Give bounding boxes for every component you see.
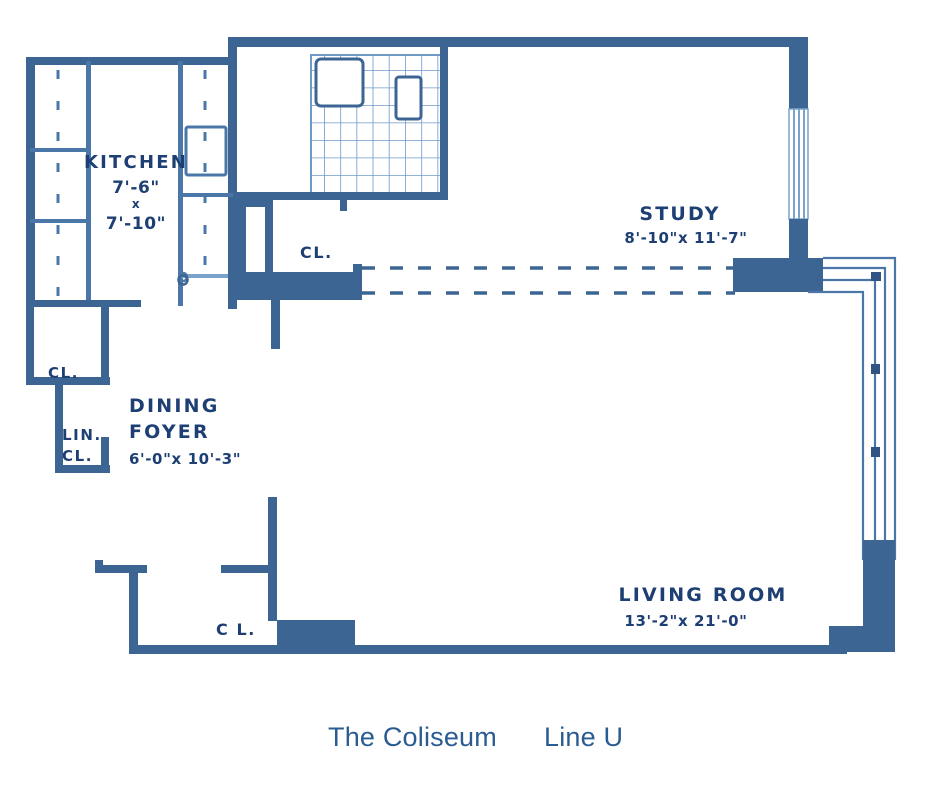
balcony-outer-line [823, 256, 897, 560]
wall-kitchen-right [228, 57, 237, 309]
study-dimensions: 8'-10"x 11'-7" [624, 229, 747, 247]
balcony-mid-line [823, 266, 887, 560]
wall-foyer-entry-stub [271, 297, 280, 349]
wall-kitchen-top [26, 57, 236, 65]
wall-group-living-bottom [95, 497, 847, 654]
window-mullion-tick-1 [871, 272, 881, 281]
kitchen-dimension-separator: x [132, 197, 140, 211]
wall-hallcl-top [237, 200, 273, 207]
wall-bath-right [440, 47, 448, 200]
label-group-living-room: LIVING ROOM 13'-2"x 21'-0" [618, 584, 787, 630]
wall-bath-bottom [237, 192, 447, 200]
kitchen-room-name: KITCHEN [84, 152, 188, 173]
wall-kitchen-counter-bottom [26, 300, 141, 307]
wall-livingcl-block [277, 620, 355, 646]
wall-kitchen-counter-div-1 [30, 148, 88, 152]
wall-linen-left [55, 377, 63, 473]
label-group-closets: CL. CL. LIN. CL. C L. [48, 243, 333, 639]
wall-building-top [228, 37, 808, 47]
plan-caption: The Coliseum Line U [328, 722, 623, 752]
wall-living-left-jamb [95, 560, 103, 573]
wall-hallcl-divider [265, 200, 273, 275]
wall-livingcl-right [268, 497, 277, 621]
wall-livingcl-top [221, 565, 276, 573]
wall-group-kitchen [26, 57, 237, 344]
wall-building-bottom [129, 645, 847, 654]
wall-kitchen-counter-left-edge [86, 61, 91, 306]
study-room-name: STUDY [639, 203, 720, 225]
closet-label-hall: CL. [300, 243, 333, 262]
wall-kitchen-partition-stub [101, 300, 109, 344]
closet-label-foyer-upper: CL. [48, 364, 79, 382]
bathroom-group [228, 37, 808, 211]
kitchen-dimension-depth: 7'-10" [106, 214, 166, 234]
wall-study-corner-pilaster [733, 258, 765, 292]
caption-line-label: Line U [544, 722, 623, 752]
wall-living-left-top-stub [95, 565, 147, 573]
wall-living-left [129, 568, 138, 652]
dining-foyer-name-line1: DINING [129, 395, 220, 417]
caption-building-name: The Coliseum [328, 722, 497, 752]
wall-foyer-entry-block [237, 272, 362, 300]
range-icon [184, 125, 228, 177]
closet-label-linen-line2: CL. [62, 447, 93, 465]
study-group [733, 37, 823, 292]
closet-label-linen-line1: LIN. [62, 426, 102, 444]
wall-bath-left-top [228, 37, 237, 61]
wall-closet-hall-right [101, 341, 109, 385]
window-mullion-tick-3 [871, 447, 880, 457]
dining-foyer-dimensions: 6'-0"x 10'-3" [129, 450, 241, 468]
kitchen-dimension-width: 7'-6" [112, 178, 160, 198]
wall-living-right-lower [863, 540, 895, 630]
wall-hall-left-upper [26, 300, 34, 384]
wall-group-hall-closet [228, 200, 362, 349]
balcony-inner-line [823, 278, 877, 560]
living-room-dimensions: 13'-2"x 21'-0" [624, 612, 747, 630]
label-group-dining-foyer: DINING FOYER 6'-0"x 10'-3" [129, 395, 241, 468]
living-room-window-wall [808, 256, 897, 652]
living-window-inner-line [808, 290, 865, 560]
wall-bath-door-stub [340, 197, 347, 211]
label-group-study: STUDY 8'-10"x 11'-7" [624, 203, 747, 247]
wall-closet-hall-bottom [26, 377, 110, 385]
living-room-name: LIVING ROOM [618, 584, 787, 606]
wall-linen-bottom [55, 465, 110, 473]
label-group-kitchen: KITCHEN 7'-6" x 7'-10" [84, 152, 188, 234]
sink-icon [177, 274, 189, 286]
wall-kitchen-counter-div-2 [30, 219, 88, 223]
toilet-icon [394, 75, 423, 121]
wall-linen-right [101, 437, 109, 473]
dashed-beam-lines [362, 266, 735, 295]
wall-kitchen-left [26, 57, 35, 306]
wall-kitchen-counter-right-left-edge [178, 61, 183, 306]
window-mullion-tick-2 [871, 364, 880, 374]
wall-foyer-entry-left [228, 272, 242, 300]
wall-kitchen-counter-div-4 [178, 274, 230, 278]
closet-label-living: C L. [216, 620, 256, 639]
bathtub-icon [314, 57, 365, 108]
wall-group-left-closets [26, 300, 110, 473]
wall-study-right-upper [789, 37, 808, 109]
wall-foyer-door-jamb [353, 264, 362, 276]
dining-foyer-name-line2: FOYER [129, 421, 210, 443]
wall-hallcl-left [237, 200, 246, 275]
